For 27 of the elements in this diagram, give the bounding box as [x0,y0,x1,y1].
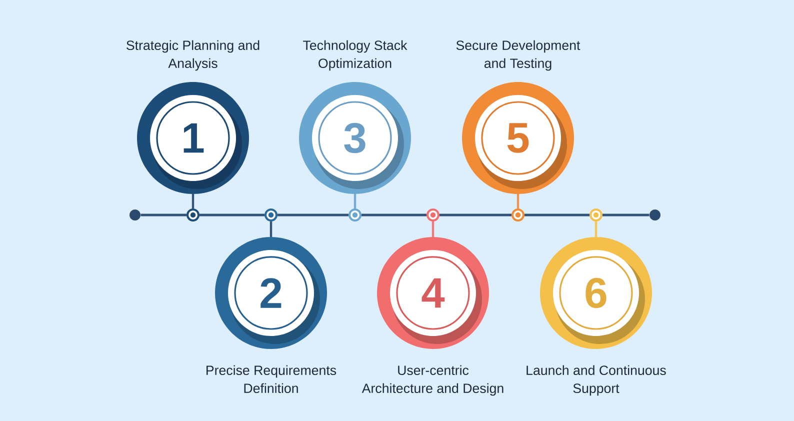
timeline-marker [186,208,200,222]
timeline-marker [512,208,524,222]
timeline-end-dot [650,210,660,220]
timeline-line [524,214,590,216]
timeline-line [140,214,186,216]
connector-line [432,222,434,237]
timeline-line [278,214,348,216]
timeline-marker [590,208,602,222]
connector-line [270,222,272,237]
timeline-line [440,214,512,216]
connector-line [594,222,598,237]
step-title: Secure Development and Testing [456,40,580,71]
step-title: Launch and Continuous Support [526,365,666,396]
timeline-marker [348,208,362,222]
step-title: Technology Stack Optimization [303,40,408,71]
timeline-marker [426,208,440,222]
connector-line [354,194,356,208]
timeline-marker [264,208,278,222]
timeline-line [362,214,426,216]
step-title: Precise Requirements Definition [206,365,336,394]
timeline-line [200,214,264,216]
step-title: User-centric Architecture and Design [362,365,504,396]
connector-line [516,194,520,208]
connector-line [192,194,194,208]
timeline-line [602,214,650,216]
step-title: Strategic Planning and Analysis [126,40,260,71]
timeline-end-dot [130,210,140,220]
